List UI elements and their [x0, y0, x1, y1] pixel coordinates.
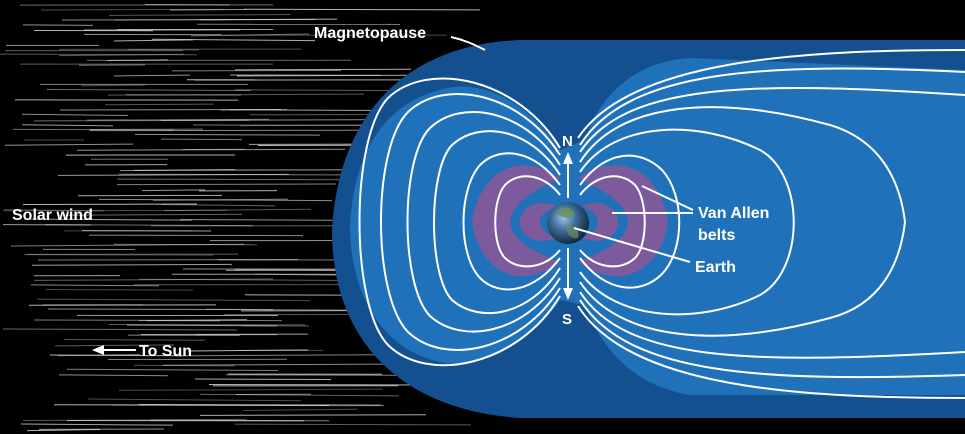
solar-wind-streak	[116, 178, 344, 181]
earth-globe-icon	[547, 202, 589, 244]
solar-wind-streak	[234, 68, 412, 71]
solar-wind-streak	[152, 198, 289, 201]
solar-wind-streak	[138, 278, 348, 281]
solar-wind-streak	[63, 339, 206, 341]
solar-wind-streak	[0, 53, 198, 56]
magnetic-field-lines	[358, 49, 965, 399]
solar-wind-streak	[116, 183, 337, 186]
solar-wind-streak	[4, 143, 134, 146]
solar-wind-streak	[36, 298, 311, 302]
solar-wind-streak	[126, 324, 278, 327]
solar-wind-streak	[31, 263, 233, 266]
solar-wind-streak	[118, 388, 384, 391]
solar-wind-streak	[37, 258, 299, 261]
solar-wind-streak	[187, 349, 309, 352]
solar-wind-streak	[113, 74, 191, 77]
solar-wind-streak	[33, 278, 274, 281]
van-allen-label-line1: Van Allen	[698, 205, 769, 222]
solar-wind-streak	[86, 118, 270, 121]
solar-wind-streak	[46, 88, 252, 91]
van-allen-label-line2: belts	[698, 227, 735, 244]
solar-wind-streak	[234, 423, 472, 426]
arrow-north-icon	[563, 152, 573, 198]
solar-wind-streak	[169, 8, 247, 11]
solar-wind-streak	[242, 408, 358, 412]
solar-wind-streak	[138, 404, 385, 406]
solar-wind-streak	[47, 308, 274, 311]
south-pole-label: S	[562, 311, 572, 328]
solar-wind-streak	[22, 24, 94, 26]
solar-wind-streak	[57, 173, 290, 176]
solar-wind-streak	[33, 119, 250, 122]
solar-wind-streak	[208, 383, 438, 386]
solar-wind-streak	[54, 344, 175, 347]
solar-wind-streak	[104, 103, 215, 106]
solar-wind-streak	[163, 208, 312, 212]
solar-wind-streak	[119, 169, 236, 172]
solar-wind-streak	[30, 284, 160, 287]
solar-wind-streak	[57, 213, 243, 216]
solar-wind-streak	[150, 419, 330, 422]
earth-label: Earth	[695, 259, 736, 276]
solar-wind-streak	[160, 203, 276, 207]
solar-wind-streak	[134, 133, 321, 136]
solar-wind-streak	[2, 328, 238, 331]
north-pole-label: N	[562, 133, 573, 150]
solar-wind-streak	[21, 124, 114, 127]
solar-wind-streak	[66, 368, 279, 371]
magnetopause-label: Magnetopause	[314, 25, 426, 42]
solar-wind-streak	[80, 84, 146, 87]
solar-wind-streak	[58, 374, 169, 377]
solar-wind-streak	[199, 414, 427, 416]
solar-wind-streak	[12, 128, 175, 131]
solar-wind-streak	[58, 53, 185, 57]
arrow-south-icon	[563, 248, 573, 300]
solar-wind-streak	[44, 224, 254, 227]
arrow-left-icon	[92, 345, 136, 355]
solar-wind-streak	[199, 393, 400, 397]
solar-wind-streak	[20, 423, 174, 426]
solar-wind-streak	[190, 33, 310, 37]
solar-wind-streak	[151, 38, 316, 42]
solar-wind-streak	[49, 354, 183, 357]
solar-wind-streak	[87, 398, 302, 402]
solar-wind-streak	[40, 8, 225, 11]
leader-lines	[450, 36, 694, 263]
solar-wind-streak	[3, 209, 105, 212]
solar-wind-streak	[141, 189, 206, 192]
to-sun-label: To Sun	[139, 343, 192, 360]
solar-wind-streak	[88, 234, 304, 237]
solar-wind-streak	[23, 218, 193, 221]
solar-wind-streak	[236, 74, 417, 77]
solar-wind-streak	[22, 418, 247, 421]
solar-wind-streak	[110, 404, 381, 407]
solar-wind-label: Solar wind	[12, 207, 93, 224]
solar-wind-streak	[21, 113, 129, 116]
solar-wind-streak	[113, 39, 194, 42]
solar-wind-streak	[243, 8, 481, 11]
solar-wind-streak	[10, 243, 245, 247]
solar-wind-streak	[108, 14, 291, 16]
solar-wind-streak	[175, 354, 395, 357]
solar-wind-streaks	[0, 3, 481, 432]
solar-wind-streak	[162, 363, 406, 366]
solar-wind-streak	[45, 289, 194, 291]
